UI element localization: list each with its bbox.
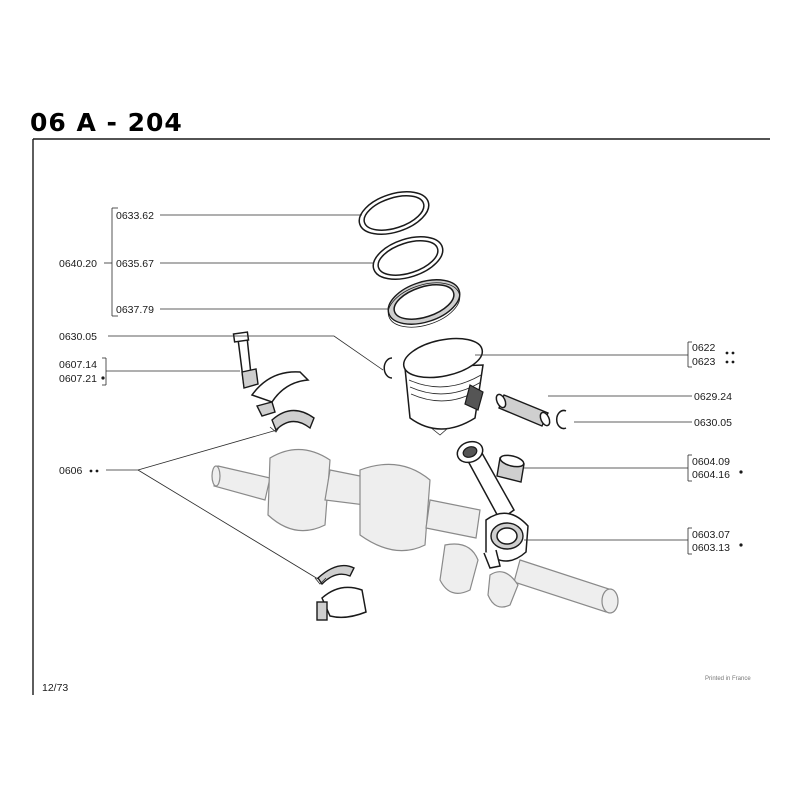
circlip-right xyxy=(555,409,567,430)
circlip-left xyxy=(383,357,393,379)
label-circlip-right: 0630.05 xyxy=(694,417,732,429)
label-conrod-a: 0603.07 xyxy=(692,529,730,541)
piston-ring-middle xyxy=(372,236,444,280)
piston-ring-oil xyxy=(387,279,461,328)
label-bush-a: 0604.09 xyxy=(692,456,730,468)
label-piston-a: 0622 xyxy=(692,342,716,354)
leader-conrod xyxy=(524,527,692,555)
conrod-cap-lower xyxy=(316,586,367,621)
marker-dot xyxy=(739,543,743,547)
conrod-cap-upper xyxy=(250,371,310,417)
marker-dot xyxy=(101,376,105,380)
label-conrod-b: 0603.13 xyxy=(692,542,730,554)
leader-bearing-shells xyxy=(106,429,319,580)
bearing-shell-lower xyxy=(314,564,355,586)
marker-dot xyxy=(725,360,729,364)
label-ring-middle: 0635.67 xyxy=(116,258,154,270)
bearing-shell-upper xyxy=(269,409,315,433)
leader-circlip-left xyxy=(108,335,384,371)
piston-ring-top xyxy=(358,191,430,235)
ring-group-bracket xyxy=(104,207,118,317)
bolt-bracket xyxy=(102,357,240,386)
marker-dot xyxy=(739,470,743,474)
marker-dot xyxy=(725,351,729,355)
conrod-cap-bolt xyxy=(232,331,259,389)
leader-piston xyxy=(475,341,692,368)
marker-dot xyxy=(731,351,735,355)
label-ring-oil: 0637.79 xyxy=(116,304,154,316)
label-bush-b: 0604.16 xyxy=(692,469,730,481)
label-ring-top: 0633.62 xyxy=(116,210,154,222)
label-bearing-shells: 0606 xyxy=(59,465,83,477)
printed-note: Printed in France xyxy=(705,676,751,682)
marker-dot xyxy=(731,360,735,364)
label-bolt-a: 0607.14 xyxy=(59,359,97,371)
marker-dot xyxy=(95,469,99,473)
gudgeon-pin xyxy=(495,393,551,427)
piston xyxy=(402,337,484,436)
crankshaft xyxy=(211,448,619,614)
leader-bush xyxy=(524,454,692,482)
label-piston-b: 0623 xyxy=(692,356,716,368)
little-end-bush xyxy=(496,454,525,483)
marker-dot xyxy=(89,469,93,473)
footer-date: 12/73 xyxy=(42,682,68,694)
label-bolt-b: 0607.21 xyxy=(59,373,97,385)
page-title: 06 A - 204 xyxy=(30,108,183,137)
label-gudgeon-pin: 0629.24 xyxy=(694,391,732,403)
page-frame xyxy=(32,138,770,695)
connecting-rod xyxy=(456,440,529,569)
label-circlip-left: 0630.05 xyxy=(59,331,97,343)
label-ring-group: 0640.20 xyxy=(59,258,97,270)
